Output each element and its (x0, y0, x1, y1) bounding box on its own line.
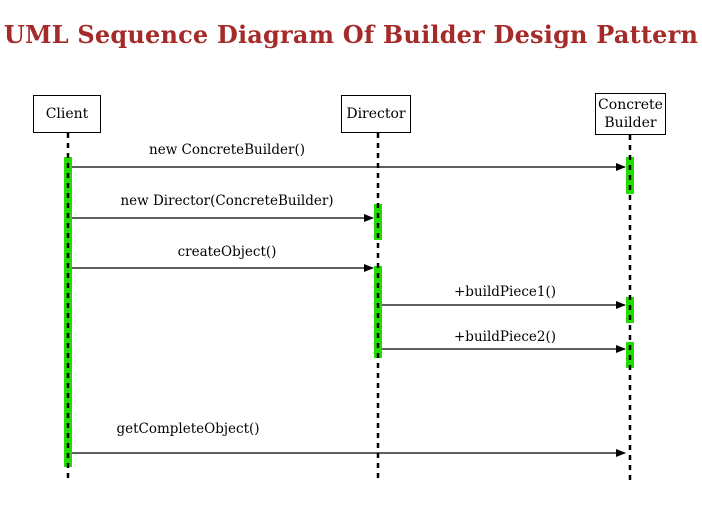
message-label-buildpiece2: +buildPiece2() (454, 329, 556, 345)
message-label-new-concretebuilder: new ConcreteBuilder() (149, 142, 305, 158)
participant-concrete-builder: Concrete Builder (595, 93, 666, 135)
message-label-new-director: new Director(ConcreteBuilder) (120, 193, 333, 209)
participant-client: Client (33, 95, 101, 133)
diagram-title: UML Sequence Diagram Of Builder Design P… (3, 20, 699, 49)
message-label-buildpiece1: +buildPiece1() (454, 284, 556, 300)
activation-director-create (374, 204, 382, 240)
message-label-getcompleteobject: getCompleteObject() (116, 421, 259, 437)
message-label-createobject: createObject() (178, 244, 277, 260)
activation-client (64, 157, 72, 467)
activation-director-createobject (374, 266, 382, 358)
participant-director: Director (341, 95, 411, 133)
